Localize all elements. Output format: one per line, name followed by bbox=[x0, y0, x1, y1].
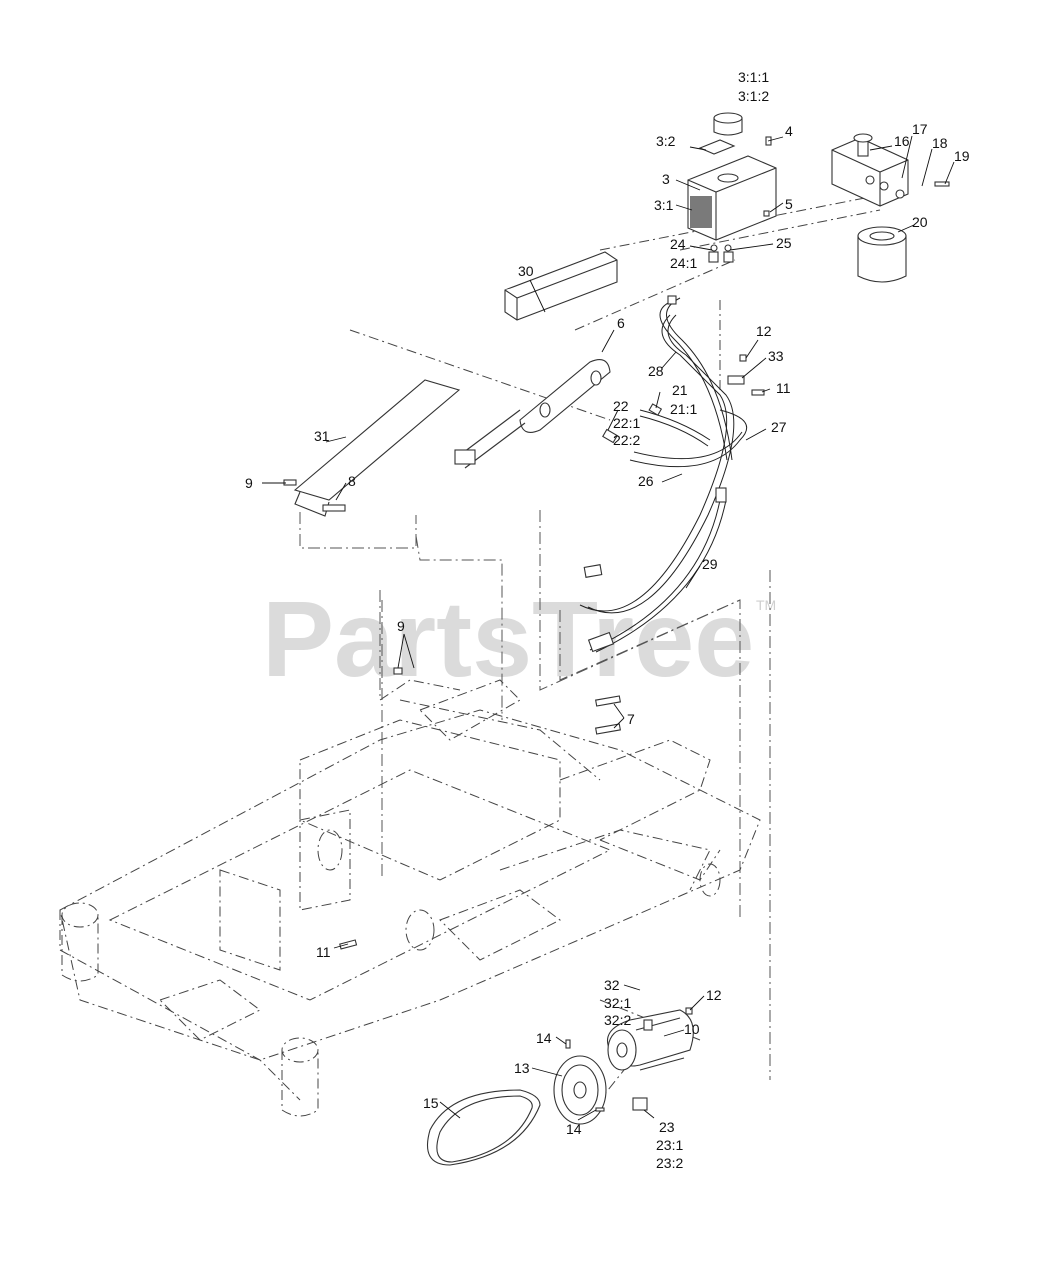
callout-leader-lines bbox=[262, 135, 955, 1121]
hydraulic-reservoir bbox=[687, 112, 777, 263]
callout-18: 18 bbox=[932, 135, 948, 151]
callout-10: 10 bbox=[684, 1021, 700, 1037]
mower-frame bbox=[59, 679, 761, 1117]
callout-24-1: 24:1 bbox=[670, 255, 697, 271]
callout-12: 12 bbox=[756, 323, 772, 339]
callout-17: 17 bbox=[912, 121, 928, 137]
hydraulic-hoses bbox=[579, 295, 748, 653]
callout-19: 19 bbox=[954, 148, 970, 164]
callout-3: 3 bbox=[662, 171, 670, 187]
callout-23: 23 bbox=[659, 1119, 675, 1135]
part-callouts: 3:1:1 3:1:2 3:2 4 3 3:1 5 24 24:1 25 16 … bbox=[245, 69, 970, 1171]
callout-22: 22 bbox=[613, 398, 629, 414]
callout-16: 16 bbox=[894, 133, 910, 149]
callout-9-lower: 9 bbox=[397, 618, 405, 634]
callout-11: 11 bbox=[776, 380, 791, 396]
callout-5: 5 bbox=[785, 196, 793, 212]
hardware-pins bbox=[339, 354, 765, 950]
callout-9: 9 bbox=[245, 475, 253, 491]
callout-3-1-2: 3:1:2 bbox=[738, 88, 769, 104]
callout-8: 8 bbox=[348, 473, 356, 489]
callout-3-1-1: 3:1:1 bbox=[738, 69, 769, 85]
callout-24: 24 bbox=[670, 236, 686, 252]
watermark-brand: PartsTree bbox=[262, 578, 754, 699]
callout-30: 30 bbox=[518, 263, 534, 279]
callout-23-1: 23:1 bbox=[656, 1137, 683, 1153]
callout-6: 6 bbox=[617, 315, 625, 331]
callout-7: 7 bbox=[627, 711, 635, 727]
callout-31: 31 bbox=[314, 428, 330, 444]
pump-pulley-belt bbox=[426, 1007, 694, 1166]
callout-32: 32 bbox=[604, 977, 620, 993]
callout-21-1: 21:1 bbox=[670, 401, 697, 417]
callout-28: 28 bbox=[648, 363, 664, 379]
callout-4: 4 bbox=[785, 123, 793, 139]
callout-26: 26 bbox=[638, 473, 654, 489]
callout-13: 13 bbox=[514, 1060, 530, 1076]
partstree-watermark: PartsTree TM bbox=[262, 578, 776, 699]
watermark-trademark: TM bbox=[756, 597, 776, 613]
callout-3-2: 3:2 bbox=[656, 133, 676, 149]
callout-33: 33 bbox=[768, 348, 784, 364]
callout-21: 21 bbox=[672, 382, 688, 398]
callout-23-2: 23:2 bbox=[656, 1155, 683, 1171]
valve-block-and-filter bbox=[831, 133, 950, 283]
callout-29: 29 bbox=[702, 556, 718, 572]
callout-3-1: 3:1 bbox=[654, 197, 674, 213]
callout-22-2: 22:2 bbox=[613, 432, 640, 448]
callout-15: 15 bbox=[423, 1095, 439, 1111]
callout-32-2: 32:2 bbox=[604, 1012, 631, 1028]
lift-cylinder-assembly bbox=[283, 251, 618, 517]
callout-22-1: 22:1 bbox=[613, 415, 640, 431]
callout-12-lower: 12 bbox=[706, 987, 722, 1003]
callout-14: 14 bbox=[536, 1030, 552, 1046]
callout-20: 20 bbox=[912, 214, 928, 230]
callout-32-1: 32:1 bbox=[604, 995, 631, 1011]
callout-27: 27 bbox=[771, 419, 787, 435]
callout-11-lower: 11 bbox=[316, 944, 331, 960]
callout-14-lower: 14 bbox=[566, 1121, 582, 1137]
callout-25: 25 bbox=[776, 235, 792, 251]
